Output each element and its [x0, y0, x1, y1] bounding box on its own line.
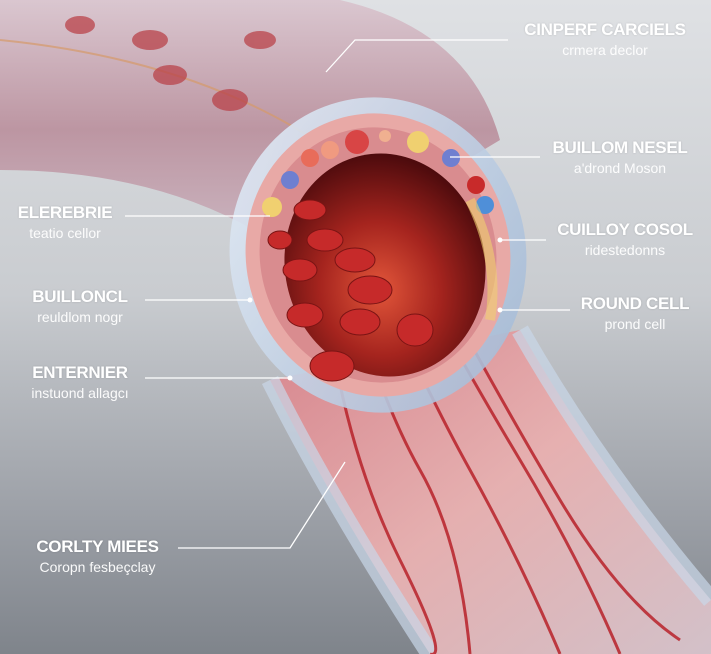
- label-subtitle: ridestedonns: [584, 242, 666, 258]
- label-builloncl: BUILLONCL reuldlom nogr: [20, 287, 140, 325]
- label-subtitle: teatio cellor: [29, 225, 101, 241]
- label-subtitle: reuldlom nogr: [37, 309, 123, 325]
- label-title: BUILLONCL: [32, 287, 128, 306]
- label-subtitle: instuond allagcı: [31, 385, 129, 401]
- label-round-cell: ROUND CELL prond cell: [570, 294, 700, 332]
- label-subtitle: Coropn fesbeçclay: [39, 559, 156, 575]
- label-title: ROUND CELL: [580, 294, 690, 313]
- label-title: ELEREBRIE: [17, 203, 113, 222]
- label-subtitle: a'drond Moson: [573, 160, 667, 176]
- label-title: CUILLOY COSOL: [557, 220, 693, 239]
- vessel-lumen: [284, 153, 486, 377]
- label-enternier: ENTERNIER instuond allagcı: [15, 363, 145, 401]
- label-corlty-miees: CORLTY MIEES Coropn fesbeçclay: [20, 537, 175, 575]
- label-buillom-nesel: BUILLOM NESEL a'drond Moson: [540, 138, 700, 176]
- label-title: CINPERF CARCIELS: [524, 20, 686, 39]
- label-title: BUILLOM NESEL: [552, 138, 688, 157]
- wall-cells: [262, 130, 494, 217]
- label-cuilloy-cosol: CUILLOY COSOL ridestedonns: [545, 220, 705, 258]
- label-subtitle: prond cell: [604, 316, 666, 332]
- red-blood-cells: [267, 199, 434, 382]
- label-elerebrie: ELEREBRIE teatio cellor: [10, 203, 120, 241]
- label-title: ENTERNIER: [32, 363, 128, 382]
- leader-lines: [125, 39, 570, 549]
- label-cinperf-carciels: CINPERF CARCIELS crmera declor: [515, 20, 695, 58]
- label-subtitle: crmera declor: [562, 42, 648, 58]
- label-title: CORLTY MIEES: [36, 537, 159, 556]
